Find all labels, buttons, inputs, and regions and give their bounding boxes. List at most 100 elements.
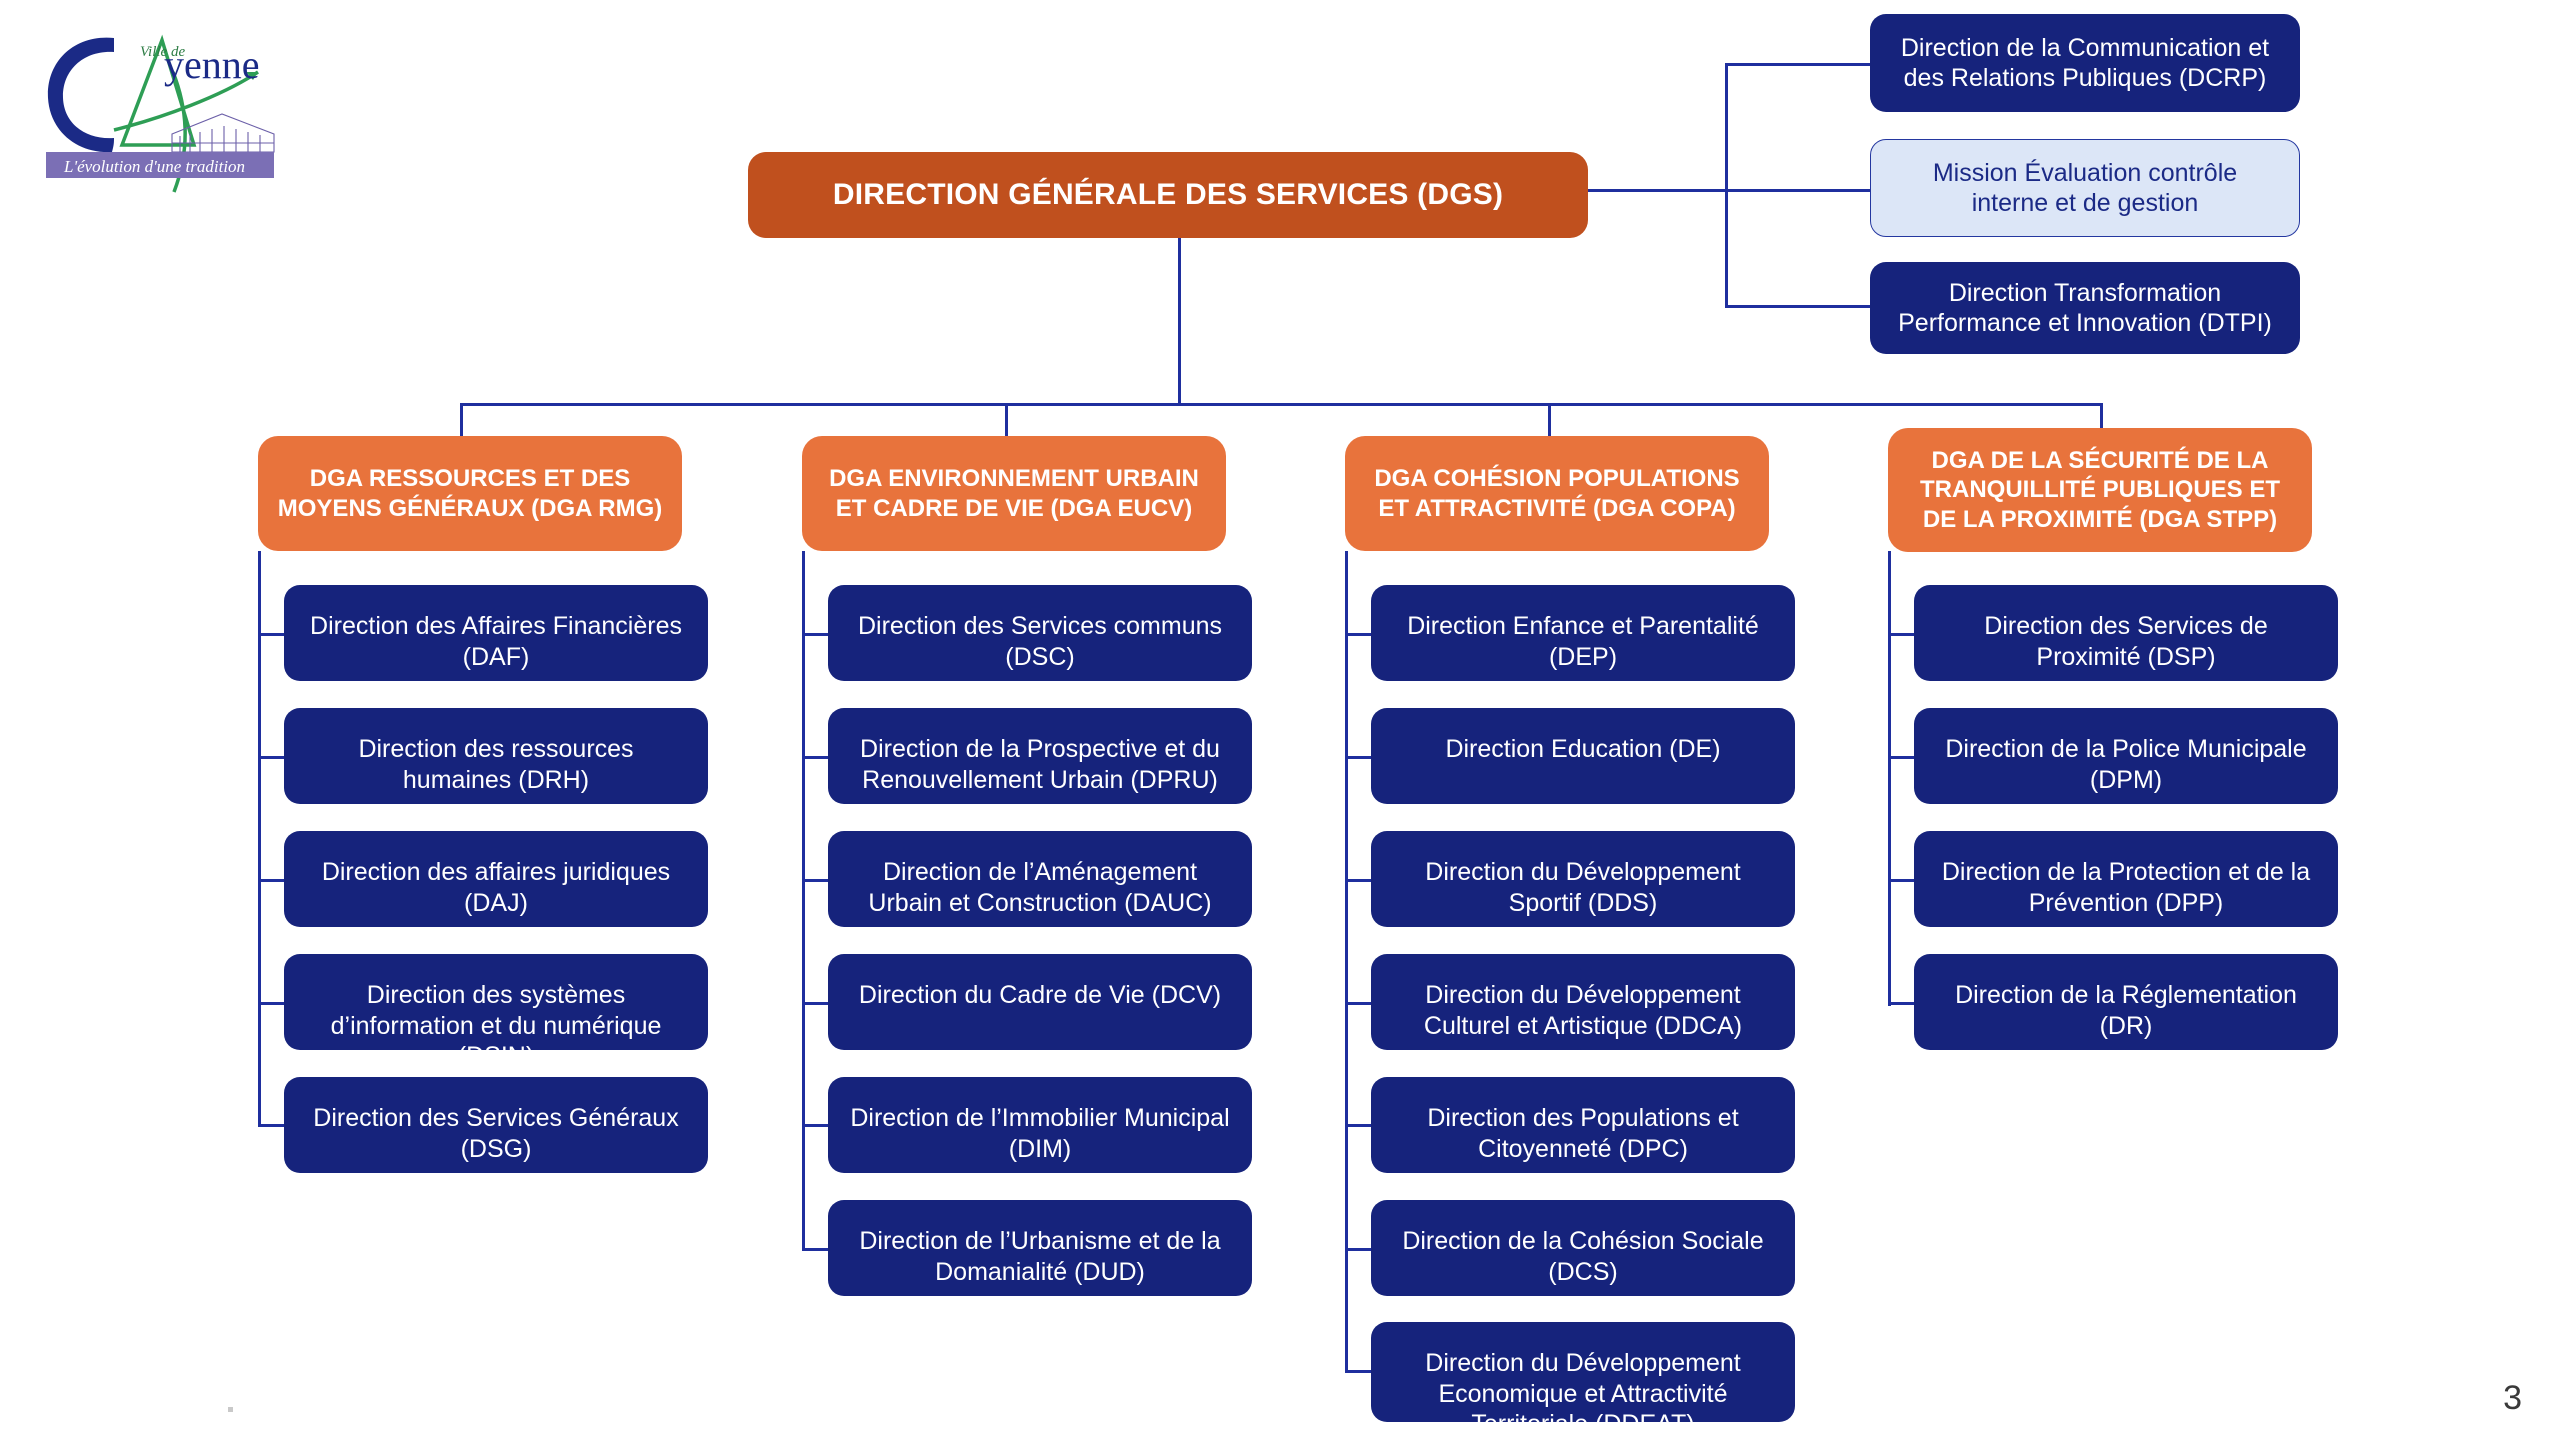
connector-stub-c3-4 [1345,1002,1371,1005]
node-label: DGA DE LA SÉCURITÉ DE LA TRANQUILLITÉ PU… [1920,447,2280,533]
node-label: Direction de l’Immobilier Municipal (DIM… [850,1104,1230,1163]
node-direction-police-municipale[interactable]: Direction de la Police Municipale (DPM) [1914,708,2338,804]
node-direction-developpement-economique-attractivite-territoriale[interactable]: Direction du Développement Economique et… [1371,1322,1795,1422]
node-direction-urbanisme-domanialite[interactable]: Direction de l’Urbanisme et de la Domani… [828,1200,1252,1296]
connector-stub-c2-2 [802,756,828,759]
node-label: Direction des Populations et Citoyenneté… [1427,1104,1739,1163]
connector-staff-spine [1725,63,1728,308]
node-label: Direction du Cadre de Vie (DCV) [858,981,1222,1009]
connector-stub-c2-4 [802,1002,828,1005]
connector-spine-col-1 [258,551,261,1127]
node-direction-generale-des-services[interactable]: DIRECTION GÉNÉRALE DES SERVICES (DGS) [748,152,1588,238]
node-label: Direction du Développement Culturel et A… [1423,981,1743,1040]
node-direction-amenagement-urbain-construction[interactable]: Direction de l’Aménagement Urbain et Con… [828,831,1252,927]
connector-staff-stub-3 [1725,305,1870,308]
connector-stub-c3-2 [1345,756,1371,759]
connector-stub-c1-4 [258,1002,284,1005]
node-direction-cohesion-sociale[interactable]: Direction de la Cohésion Sociale (DCS) [1371,1200,1795,1296]
node-label: Direction du Développement Economique et… [1425,1349,1741,1422]
connector-stub-c4-4 [1888,1002,1914,1005]
connector-stub-c1-3 [258,879,284,882]
connector-staff-stub-2 [1725,189,1870,192]
node-direction-immobilier-municipal[interactable]: Direction de l’Immobilier Municipal (DIM… [828,1077,1252,1173]
node-label: Direction de l’Urbanisme et de la Domani… [859,1227,1221,1286]
connector-stub-c3-1 [1345,633,1371,636]
connector-drop-col-4 [2100,403,2103,436]
node-direction-services-generaux[interactable]: Direction des Services Généraux (DSG) [284,1077,708,1173]
connector-spine-col-2 [802,551,805,1251]
node-label: DGA ENVIRONNEMENT URBAIN ET CADRE DE VIE… [829,465,1199,522]
svg-text:Ville de: Ville de [140,44,185,60]
node-direction-cadre-de-vie[interactable]: Direction du Cadre de Vie (DCV) [828,954,1252,1050]
connector-stub-c4-1 [1888,633,1914,636]
connector-stub-c3-7 [1345,1370,1371,1373]
node-dga-environnement-urbain-cadre-de-vie[interactable]: DGA ENVIRONNEMENT URBAIN ET CADRE DE VIE… [802,436,1226,551]
connector-spine-col-4 [1888,551,1891,1006]
connector-drop-col-2 [1005,403,1008,436]
node-dga-cohesion-populations-attractivite[interactable]: DGA COHÉSION POPULATIONS ET ATTRACTIVITÉ… [1345,436,1769,551]
node-dga-ressources-moyens-generaux[interactable]: DGA RESSOURCES ET DES MOYENS GÉNÉRAUX (D… [258,436,682,551]
node-direction-reglementation[interactable]: Direction de la Réglementation (DR) [1914,954,2338,1050]
node-direction-enfance-parentalite[interactable]: Direction Enfance et Parentalité (DEP) [1371,585,1795,681]
node-direction-protection-prevention[interactable]: Direction de la Protection et de la Prév… [1914,831,2338,927]
logo-tagline: L'évolution d'une tradition [63,157,245,176]
node-direction-services-communs[interactable]: Direction des Services communs (DSC) [828,585,1252,681]
footer-marker [228,1407,233,1412]
node-mission-evaluation-controle-interne-gestion[interactable]: Mission Évaluation contrôle interne et d… [1870,139,2300,237]
node-direction-populations-citoyennete[interactable]: Direction des Populations et Citoyenneté… [1371,1077,1795,1173]
node-label: DIRECTION GÉNÉRALE DES SERVICES (DGS) [832,177,1504,211]
node-label: Direction de la Communication et des Rel… [1900,33,2270,93]
node-direction-education[interactable]: Direction Education (DE) [1371,708,1795,804]
node-label: Direction des Services communs (DSC) [857,612,1222,671]
node-direction-affaires-juridiques[interactable]: Direction des affaires juridiques (DAJ) [284,831,708,927]
node-label: Mission Évaluation contrôle interne et d… [1932,158,2238,218]
connector-stub-c2-6 [802,1248,828,1251]
node-direction-systemes-information-numerique[interactable]: Direction des systèmes d’information et … [284,954,708,1050]
node-direction-developpement-culturel-artistique[interactable]: Direction du Développement Culturel et A… [1371,954,1795,1050]
node-label: DGA COHÉSION POPULATIONS ET ATTRACTIVITÉ… [1374,465,1740,522]
connector-stub-c1-2 [258,756,284,759]
connector-stub-c1-5 [258,1124,284,1127]
node-label: Direction Transformation Performance et … [1898,278,2272,338]
node-label: Direction des affaires juridiques (DAJ) [321,858,671,917]
node-label: Direction de la Prospective et du Renouv… [860,735,1220,794]
connector-stub-c3-3 [1345,879,1371,882]
node-direction-transformation-performance-innovation[interactable]: Direction Transformation Performance et … [1870,262,2300,354]
connector-stub-c2-3 [802,879,828,882]
connector-spine-col-3 [1345,551,1348,1372]
node-label: Direction des ressources humaines (DRH) [358,735,634,794]
connector-stub-c1-1 [258,633,284,636]
connector-stub-c2-1 [802,633,828,636]
connector-dgs-down [1178,238,1181,404]
connector-stub-c3-5 [1345,1124,1371,1127]
node-label: Direction Education (DE) [1445,735,1721,763]
connector-dgs-to-staff-spine [1588,189,1728,192]
node-dga-securite-tranquillite-publiques-proximite[interactable]: DGA DE LA SÉCURITÉ DE LA TRANQUILLITÉ PU… [1888,428,2312,552]
connector-stub-c2-5 [802,1124,828,1127]
node-label: Direction de la Cohésion Sociale (DCS) [1402,1227,1764,1286]
node-direction-prospective-renouvellement-urbain[interactable]: Direction de la Prospective et du Renouv… [828,708,1252,804]
node-label: Direction de l’Aménagement Urbain et Con… [868,858,1212,917]
node-direction-communication-relations-publiques[interactable]: Direction de la Communication et des Rel… [1870,14,2300,112]
node-label: Direction des Services de Proximité (DSP… [1984,612,2268,671]
svg-text:yenne: yenne [164,42,260,87]
ville-de-cayenne-logo: Ville de yenne L'évolution d'une traditi… [22,10,294,195]
node-label: Direction Enfance et Parentalité (DEP) [1407,612,1759,671]
node-label: DGA RESSOURCES ET DES MOYENS GÉNÉRAUX (D… [277,465,663,522]
node-direction-affaires-financieres[interactable]: Direction des Affaires Financières (DAF) [284,585,708,681]
node-label: Direction des systèmes d’information et … [330,981,662,1050]
node-direction-ressources-humaines[interactable]: Direction des ressources humaines (DRH) [284,708,708,804]
connector-stub-c3-6 [1345,1248,1371,1251]
connector-stub-c4-2 [1888,756,1914,759]
node-label: Direction de la Protection et de la Prév… [1941,858,2311,917]
connector-drop-col-1 [460,403,463,436]
connector-drop-col-3 [1548,403,1551,436]
connector-staff-stub-1 [1725,63,1870,66]
page-number: 3 [2503,1379,2522,1417]
node-direction-services-proximite[interactable]: Direction des Services de Proximité (DSP… [1914,585,2338,681]
connector-stub-c4-3 [1888,879,1914,882]
connector-dga-distributor [460,403,2102,406]
node-direction-developpement-sportif[interactable]: Direction du Développement Sportif (DDS) [1371,831,1795,927]
node-label: Direction de la Réglementation (DR) [1955,981,2297,1040]
